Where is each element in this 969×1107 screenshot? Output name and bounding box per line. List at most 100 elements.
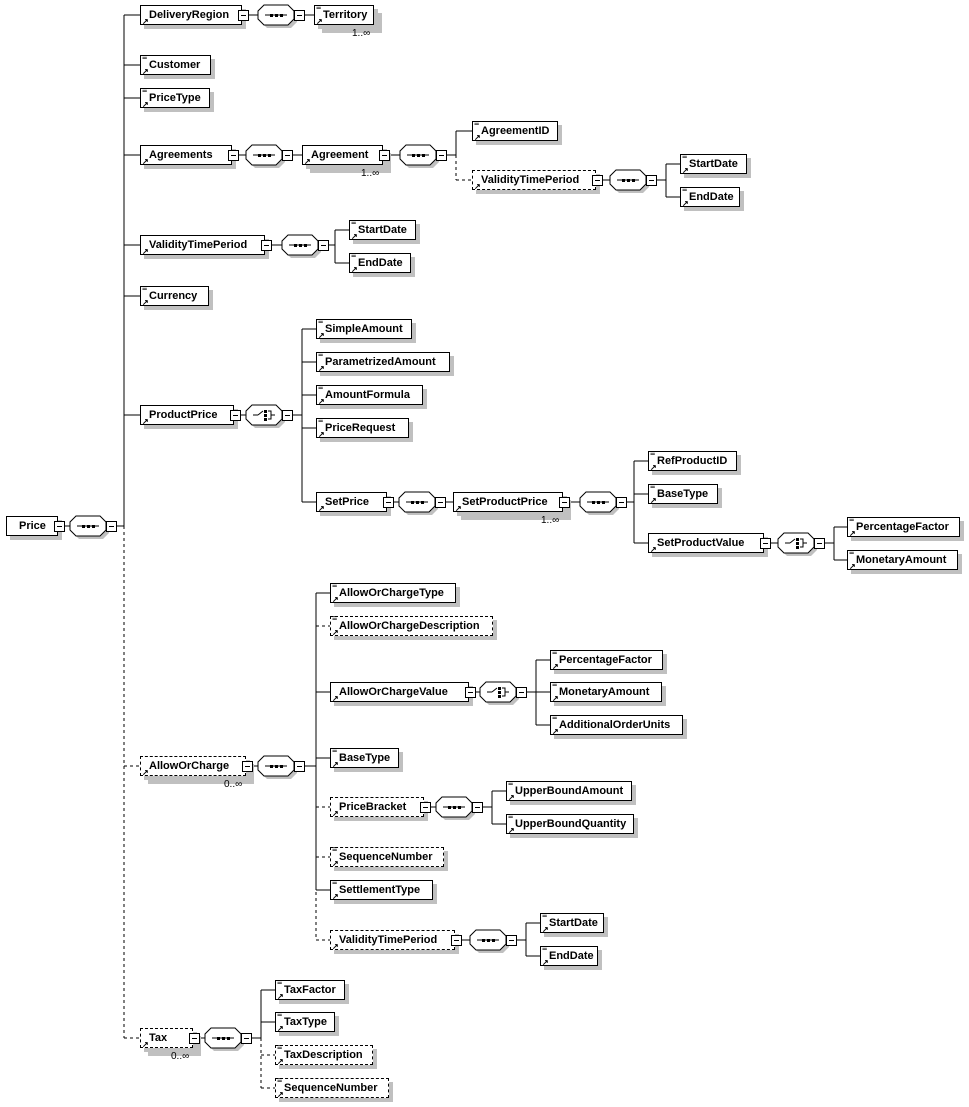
- sequence-compositor-icon[interactable]: [257, 755, 297, 779]
- element-aocEndDate[interactable]: ≡↗EndDate: [540, 943, 598, 967]
- element-aocMonetaryAmount[interactable]: ≡↗MonetaryAmount: [550, 679, 662, 703]
- sequence-compositor-icon[interactable]: [609, 169, 649, 193]
- expand-collapse-toggle[interactable]: [228, 150, 239, 161]
- sequence-compositor-icon[interactable]: [245, 144, 285, 168]
- compositor-collapse-toggle[interactable]: [436, 150, 447, 161]
- compositor-collapse-toggle[interactable]: [294, 761, 305, 772]
- compositor-collapse-toggle[interactable]: [106, 521, 117, 532]
- expand-collapse-toggle[interactable]: [760, 538, 771, 549]
- element-additionalOrderUnits[interactable]: ≡↗AdditionalOrderUnits: [550, 712, 683, 736]
- element-aocPercentageFactor[interactable]: ≡↗PercentageFactor: [550, 647, 663, 671]
- element-upperBoundQuantity[interactable]: ≡↗UpperBoundQuantity: [506, 811, 634, 835]
- compositor-collapse-toggle[interactable]: [435, 497, 446, 508]
- compositor-collapse-toggle[interactable]: [506, 935, 517, 946]
- expand-collapse-toggle[interactable]: [592, 175, 603, 186]
- sequence-compositor-icon[interactable]: [469, 929, 509, 953]
- element-settlementType[interactable]: ≡↗SettlementType: [330, 877, 433, 901]
- expand-collapse-toggle[interactable]: [465, 687, 476, 698]
- expand-collapse-toggle[interactable]: [189, 1033, 200, 1044]
- sequence-compositor-icon[interactable]: [399, 144, 439, 168]
- element-agreementID[interactable]: ≡↗AgreementID: [472, 118, 558, 142]
- element-agreements[interactable]: ↗Agreements: [140, 145, 232, 166]
- element-startDate[interactable]: ≡↗StartDate: [349, 217, 416, 241]
- element-simpleAmount[interactable]: ≡↗SimpleAmount: [316, 316, 412, 340]
- expand-collapse-toggle[interactable]: [379, 150, 390, 161]
- element-allowOrChargeType[interactable]: ≡↗AllowOrChargeType: [330, 580, 456, 604]
- choice-compositor-icon[interactable]: [777, 532, 817, 556]
- element-customer[interactable]: ≡↗Customer: [140, 52, 211, 76]
- expand-collapse-toggle[interactable]: [242, 761, 253, 772]
- element-agreementStartDate[interactable]: ≡↗StartDate: [680, 151, 747, 175]
- element-deliveryRegion[interactable]: ↗DeliveryRegion: [140, 5, 242, 26]
- element-setPercentageFactor[interactable]: ≡↗PercentageFactor: [847, 514, 960, 538]
- element-setMonetaryAmount[interactable]: ≡↗MonetaryAmount: [847, 547, 958, 571]
- sequence-compositor-icon[interactable]: [579, 491, 619, 515]
- compositor-collapse-toggle[interactable]: [516, 687, 527, 698]
- choice-compositor-icon[interactable]: [479, 681, 519, 705]
- element-aocBaseType[interactable]: ≡↗BaseType: [330, 745, 399, 769]
- element-amountFormula[interactable]: ≡↗AmountFormula: [316, 382, 423, 406]
- element-priceType[interactable]: ≡↗PriceType: [140, 85, 210, 109]
- element-taxDescription[interactable]: ≡↗TaxDescription: [275, 1042, 373, 1066]
- expand-collapse-toggle[interactable]: [420, 802, 431, 813]
- element-priceRequest[interactable]: ≡↗PriceRequest: [316, 415, 409, 439]
- expand-collapse-toggle[interactable]: [559, 497, 570, 508]
- expand-collapse-toggle[interactable]: [238, 10, 249, 21]
- compositor-collapse-toggle[interactable]: [282, 410, 293, 421]
- element-allowOrChargeDescription[interactable]: ≡↗AllowOrChargeDescription: [330, 613, 493, 637]
- element-endDate[interactable]: ≡↗EndDate: [349, 250, 411, 274]
- expand-collapse-toggle[interactable]: [54, 521, 65, 532]
- simple-content-icon: ≡: [552, 712, 558, 722]
- element-refProductID[interactable]: ≡↗RefProductID: [648, 448, 737, 472]
- expand-collapse-toggle[interactable]: [230, 410, 241, 421]
- element-setProductValue[interactable]: ↗SetProductValue: [648, 533, 764, 554]
- element-parametrizedAmount[interactable]: ≡↗ParametrizedAmount: [316, 349, 450, 373]
- element-productPrice[interactable]: ↗ProductPrice: [140, 405, 234, 426]
- compositor-collapse-toggle[interactable]: [318, 240, 329, 251]
- element-setPrice[interactable]: ↗SetPrice: [316, 492, 387, 513]
- element-territory[interactable]: ≡↗Territory: [314, 2, 374, 26]
- compositor-collapse-toggle[interactable]: [294, 10, 305, 21]
- compositor-collapse-toggle[interactable]: [472, 802, 483, 813]
- element-label: TaxFactor: [284, 984, 336, 996]
- compositor-collapse-toggle[interactable]: [241, 1033, 252, 1044]
- element-validityTimePeriod[interactable]: ↗ValidityTimePeriod: [140, 235, 265, 256]
- expand-collapse-toggle[interactable]: [383, 497, 394, 508]
- choice-compositor-icon[interactable]: [245, 404, 285, 428]
- element-tax[interactable]: ↗Tax: [140, 1028, 193, 1049]
- element-aocStartDate[interactable]: ≡↗StartDate: [540, 910, 604, 934]
- element-taxSequenceNumber[interactable]: ≡↗SequenceNumber: [275, 1075, 389, 1099]
- reference-arrow-icon: ↗: [332, 628, 339, 637]
- compositor-collapse-toggle[interactable]: [282, 150, 293, 161]
- compositor-collapse-toggle[interactable]: [814, 538, 825, 549]
- element-aocValidityTimePeriod[interactable]: ↗ValidityTimePeriod: [330, 930, 455, 951]
- expand-collapse-toggle[interactable]: [451, 935, 462, 946]
- element-allowOrChargeValue[interactable]: ↗AllowOrChargeValue: [330, 682, 469, 703]
- element-agreementEndDate[interactable]: ≡↗EndDate: [680, 184, 740, 208]
- element-agreementValidityTimePeriod[interactable]: ↗ValidityTimePeriod: [472, 170, 596, 191]
- element-taxFactor[interactable]: ≡↗TaxFactor: [275, 977, 345, 1001]
- element-priceBracket[interactable]: ↗PriceBracket: [330, 797, 424, 818]
- compositor-collapse-toggle[interactable]: [616, 497, 627, 508]
- sequence-compositor-icon[interactable]: [69, 515, 109, 539]
- sequence-compositor-icon[interactable]: [204, 1027, 244, 1051]
- compositor-collapse-toggle[interactable]: [646, 175, 657, 186]
- element-label: AdditionalOrderUnits: [559, 719, 671, 731]
- element-allowOrCharge[interactable]: ↗AllowOrCharge: [140, 756, 246, 777]
- element-price[interactable]: Price: [6, 516, 58, 536]
- element-aocSequenceNumber[interactable]: ≡↗SequenceNumber: [330, 844, 444, 868]
- element-agreement[interactable]: ↗Agreement: [302, 145, 383, 166]
- sequence-compositor-icon[interactable]: [281, 234, 321, 258]
- sequence-compositor-icon[interactable]: [435, 796, 475, 820]
- simple-content-icon: ≡: [849, 514, 855, 524]
- element-setProductPrice[interactable]: ↗SetProductPrice: [453, 492, 563, 513]
- simple-content-icon: ≡: [332, 877, 338, 887]
- sequence-compositor-icon[interactable]: [257, 4, 297, 28]
- element-taxType[interactable]: ≡↗TaxType: [275, 1009, 335, 1033]
- expand-collapse-toggle[interactable]: [261, 240, 272, 251]
- element-upperBoundAmount[interactable]: ≡↗UpperBoundAmount: [506, 778, 632, 802]
- element-currency[interactable]: ≡↗Currency: [140, 283, 209, 307]
- sequence-compositor-icon[interactable]: [398, 491, 438, 515]
- element-setBaseType[interactable]: ≡↗BaseType: [648, 481, 718, 505]
- reference-arrow-icon: ↗: [508, 826, 515, 835]
